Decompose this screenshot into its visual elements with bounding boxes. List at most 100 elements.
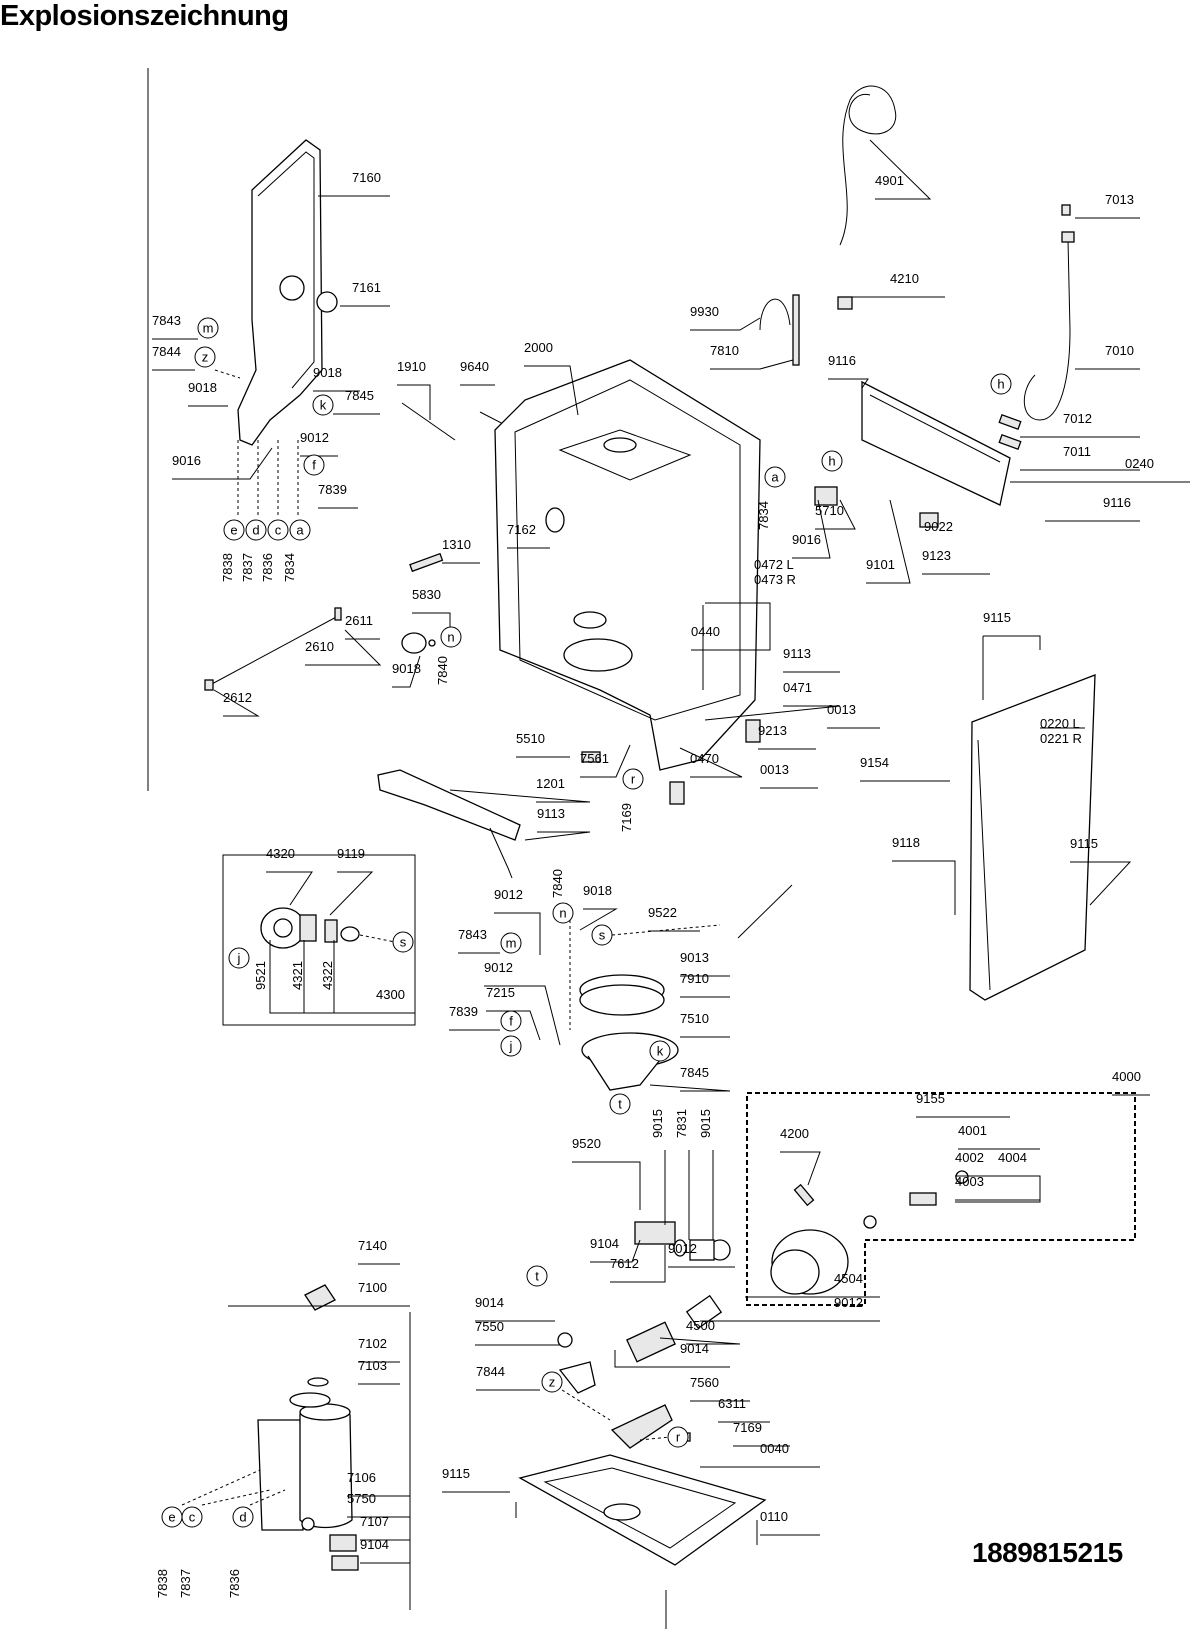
part-callout-9522: 9522 — [648, 905, 677, 920]
part-number-label: 9012 — [300, 430, 329, 445]
tub-drawing — [494, 359, 761, 771]
part-number-label: 5750 — [347, 1491, 376, 1506]
part-callout-2610: 2610 — [305, 639, 334, 654]
part-number-label: 4200 — [780, 1126, 809, 1141]
letter-marker-a: a — [289, 519, 311, 541]
letter-marker-e: e — [161, 1506, 183, 1528]
letter-marker-f: f — [303, 454, 325, 476]
part-number-label: 7140 — [358, 1238, 387, 1253]
part-number-label: 0240 — [1125, 456, 1154, 471]
part-callout-9113: 9113 — [783, 646, 811, 661]
letter-marker-d: d — [245, 519, 267, 541]
part-callout-4001: 4001 — [958, 1123, 987, 1138]
part-callout-4200: 4200 — [780, 1126, 809, 1141]
part-callout-0110: 0110 — [760, 1509, 788, 1524]
letter-marker-r: r — [667, 1426, 689, 1448]
marker-letter: e — [230, 523, 237, 538]
marker-circle — [990, 373, 1012, 395]
part-callout-2612: 2612 — [223, 690, 252, 705]
part-callout-9014: 9014 — [680, 1341, 709, 1356]
part-number-label: 9014 — [680, 1341, 709, 1356]
part-callout-9101: 9101 — [866, 557, 895, 572]
marker-circle — [392, 931, 414, 953]
part-callout-7839: 7839 — [318, 482, 347, 497]
part-callout-9115: 9115 — [983, 610, 1011, 625]
part-callout-9018: 9018 — [583, 883, 612, 898]
part-callout-9012: 9012 — [300, 430, 329, 445]
part-drawings — [147, 68, 1136, 1629]
part-number-label: 9018 — [583, 883, 612, 898]
part-number-label: 9018 — [188, 380, 217, 395]
marker-circle — [622, 768, 644, 790]
part-number-label: 7160 — [352, 170, 381, 185]
part-number-label: 7161 — [352, 280, 381, 295]
part-number-label: 9640 — [460, 359, 489, 374]
part-number-label: 7012 — [1063, 411, 1092, 426]
letter-marker-s: s — [392, 931, 414, 953]
part-number-label: 9104 — [590, 1236, 619, 1251]
part-number-label: 7106 — [347, 1470, 376, 1485]
part-callout-7162: 7162 — [507, 522, 536, 537]
part-number-label: 7510 — [680, 1011, 709, 1026]
part-callout-0013: 0013 — [760, 762, 789, 777]
part-callout-7561: 7561 — [580, 751, 609, 766]
part-number-label: 9115 — [442, 1466, 470, 1481]
part-number-label: 5830 — [412, 587, 441, 602]
part-callout-0471: 0471 — [783, 680, 812, 695]
part-number-label: 7560 — [690, 1375, 719, 1390]
letter-marker-m: m — [500, 932, 522, 954]
letter-marker-r: r — [622, 768, 644, 790]
marker-circle — [526, 1265, 548, 1287]
part-number-label: 7215 — [486, 985, 515, 1000]
part-callout-9155: 9155 — [916, 1091, 945, 1106]
part-number-label-vertical: 7831 — [674, 1109, 689, 1138]
part-number-label: 4001 — [958, 1123, 987, 1138]
part-number-label: 9522 — [648, 905, 677, 920]
marker-circle — [500, 1035, 522, 1057]
part-callout-7100: 7100 — [358, 1280, 387, 1295]
part-number-label: 1201 — [536, 776, 565, 791]
marker-letter: m — [506, 936, 517, 951]
letter-marker-k: k — [649, 1040, 671, 1062]
part-number-label: 0013 — [760, 762, 789, 777]
part-number-label-right: 0221 R — [1040, 731, 1082, 746]
part-number-label: 9116 — [828, 353, 856, 368]
part-number-label: 9123 — [922, 548, 951, 563]
marker-letter: t — [618, 1097, 622, 1112]
letter-marker-z: z — [541, 1371, 563, 1393]
part-number-label: 4320 — [266, 846, 295, 861]
part-callout-4500: 4500 — [686, 1318, 715, 1333]
part-number-label-vertical: 9521 — [253, 961, 268, 990]
part-callout-7169: 7169 — [733, 1420, 762, 1435]
part-number-label: 4004 — [998, 1150, 1027, 1165]
part-callout-0040: 0040 — [760, 1441, 789, 1456]
part-callout-7845: 7845 — [680, 1065, 709, 1080]
marker-circle — [609, 1093, 631, 1115]
part-callout-7140: 7140 — [358, 1238, 387, 1253]
part-callout-7102: 7102 — [358, 1336, 387, 1351]
part-number-label: 9018 — [313, 365, 342, 380]
part-callout-7810: 7810 — [710, 343, 739, 358]
part-callout-9012: 9012 — [668, 1241, 697, 1256]
letter-marker-j: j — [500, 1035, 522, 1057]
part-callout-9012: 9012 — [484, 960, 513, 975]
part-callout-7013: 7013 — [1105, 192, 1134, 207]
part-callout-9022: 9022 — [924, 519, 953, 534]
part-callout-7839: 7839 — [449, 1004, 478, 1019]
part-callout-9018: 9018 — [188, 380, 217, 395]
marker-circle — [500, 932, 522, 954]
part-number-label: 5710 — [815, 503, 844, 518]
part-number-label: 9118 — [892, 835, 920, 850]
marker-circle — [232, 1506, 254, 1528]
part-number-label: 9018 — [392, 661, 421, 676]
marker-letter: c — [275, 523, 282, 538]
part-callout-7843: 7843 — [458, 927, 487, 942]
part-number-label: 9213 — [758, 723, 787, 738]
part-callout-9154: 9154 — [860, 755, 889, 770]
part-number-label: 0470 — [690, 751, 719, 766]
marker-letter: d — [239, 1510, 246, 1525]
part-callout-7010: 7010 — [1105, 343, 1134, 358]
